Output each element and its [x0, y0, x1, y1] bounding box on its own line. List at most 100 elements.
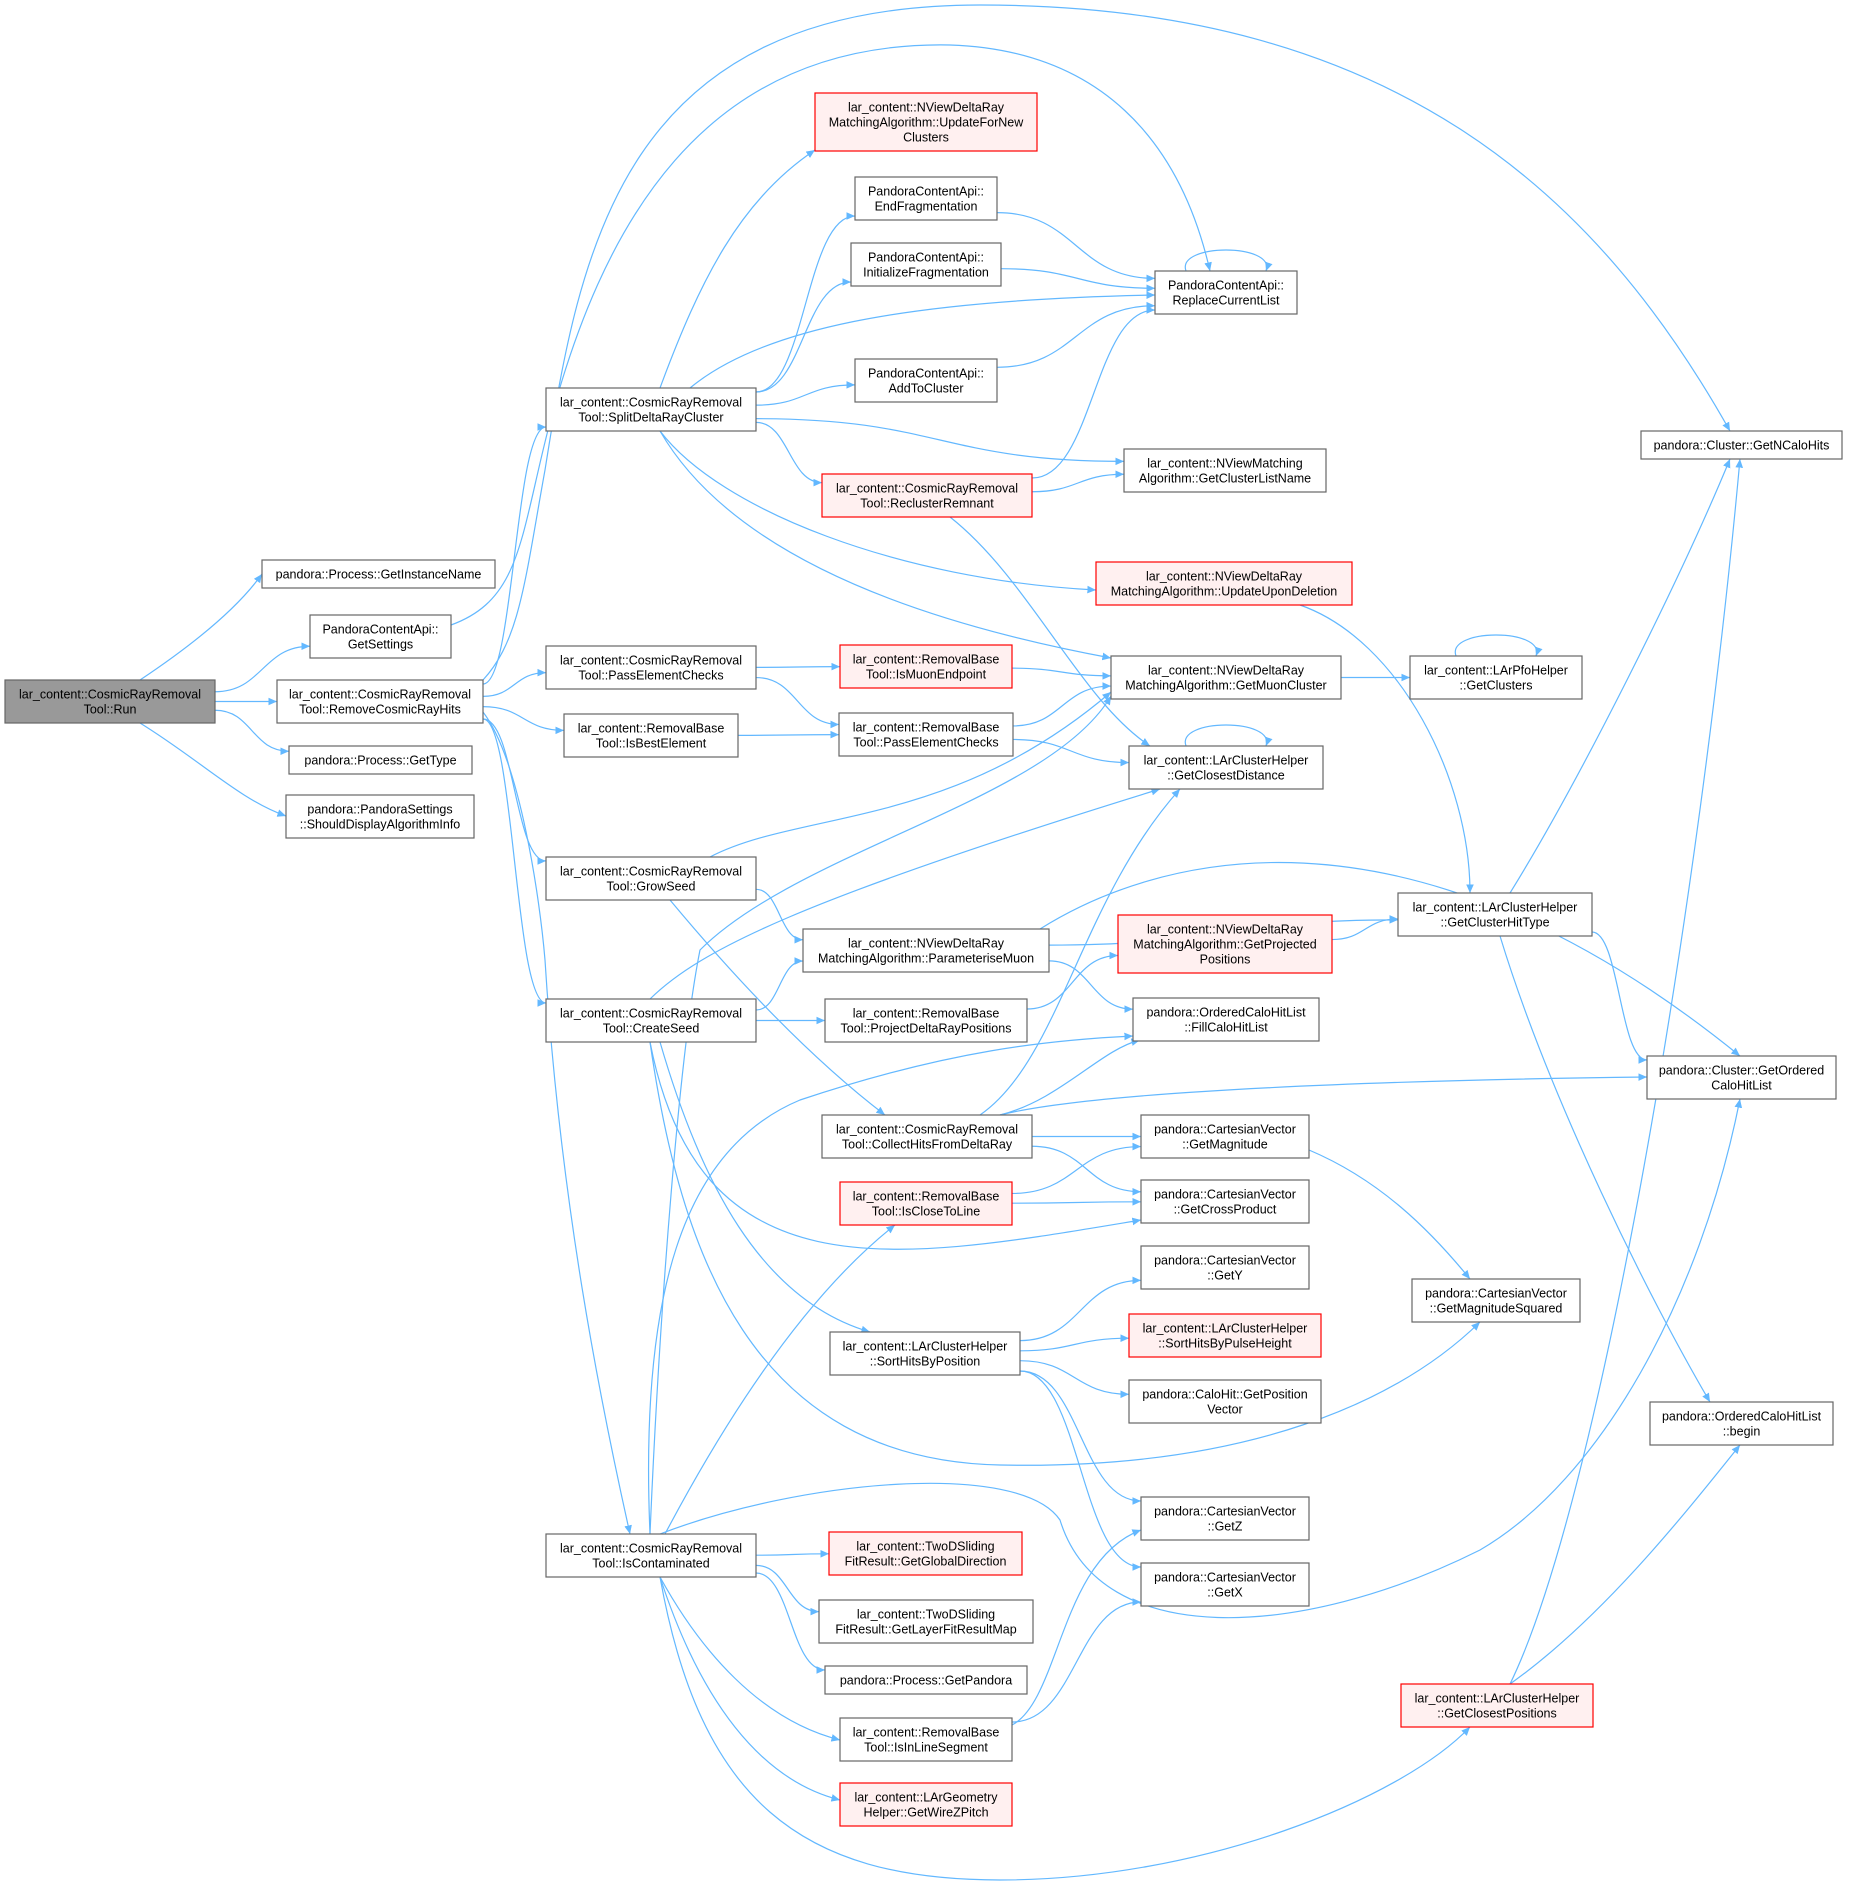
- node-label-line: Tool::IsBestElement: [596, 737, 707, 751]
- node-isinlinesegment[interactable]: lar_content::RemovalBaseTool::IsInLineSe…: [839, 1717, 1013, 1762]
- node-getclosestpositions[interactable]: lar_content::LArClusterHelper::GetCloses…: [1400, 1683, 1594, 1728]
- node-label-line: lar_content::NViewDeltaRay: [1146, 570, 1303, 584]
- edge-getclusterhittype-to-getorderedcalohitlist: [1591, 931, 1648, 1064]
- edge-reclusterremnant-to-replacecurrentlist: [1031, 306, 1156, 479]
- node-getwirezpitch[interactable]: lar_content::LArGeometryHelper::GetWireZ…: [839, 1782, 1013, 1827]
- node-gettype[interactable]: pandora::Process::GetType: [288, 745, 473, 775]
- node-endfragmentation[interactable]: PandoraContentApi::EndFragmentation: [854, 176, 998, 221]
- node-label-line: PandoraContentApi::: [868, 367, 984, 381]
- node-label-line: Clusters: [903, 131, 949, 145]
- node-box: [839, 1181, 1013, 1226]
- edge-sorthitsbyposition-to-getpositionvector: [1019, 1360, 1130, 1399]
- node-label-line: GetSettings: [348, 638, 413, 652]
- node-label-line: ::begin: [1723, 1425, 1761, 1439]
- node-getz[interactable]: pandora::CartesianVector::GetZ: [1140, 1496, 1310, 1541]
- edge-collecthitsfromdeltaray-to-getcrossproduct: [1031, 1145, 1142, 1196]
- node-isbestelement[interactable]: lar_content::RemovalBaseTool::IsBestElem…: [563, 713, 739, 758]
- node-parameterisemuon[interactable]: lar_content::NViewDeltaRayMatchingAlgori…: [802, 928, 1050, 973]
- node-label-line: lar_content::TwoDSliding: [856, 1540, 994, 1554]
- node-label-line: pandora::Process::GetType: [304, 754, 456, 768]
- node-box: [1411, 1278, 1581, 1323]
- node-growseed[interactable]: lar_content::CosmicRayRemovalTool::GrowS…: [545, 856, 757, 901]
- node-createseed[interactable]: lar_content::CosmicRayRemovalTool::Creat…: [545, 998, 757, 1043]
- node-passelementchecks_crr[interactable]: lar_content::CosmicRayRemovalTool::PassE…: [545, 645, 757, 690]
- edge-createseed-to-parameterisemuon: [755, 957, 804, 1011]
- node-begin[interactable]: pandora::OrderedCaloHitList::begin: [1649, 1401, 1834, 1446]
- edge-parameterisemuon-to-fillcalohitlist: [1048, 960, 1134, 1013]
- edge-getclusterhittype-to-getncalohits: [1509, 458, 1731, 894]
- node-label-line: lar_content::RemovalBase: [853, 1726, 1000, 1740]
- node-label-line: lar_content::LArGeometry: [854, 1791, 998, 1805]
- node-initializefragmentation[interactable]: PandoraContentApi::InitializeFragmentati…: [850, 242, 1002, 287]
- node-removecosmicrayhits[interactable]: lar_content::CosmicRayRemovalTool::Remov…: [276, 679, 484, 724]
- node-updatefornewclusters[interactable]: lar_content::NViewDeltaRayMatchingAlgori…: [814, 92, 1038, 152]
- edge-run-to-gettype: [214, 709, 290, 756]
- node-box: [1140, 1245, 1310, 1290]
- node-label-line: MatchingAlgorithm::GetProjected: [1133, 938, 1316, 952]
- edge-run-to-getinstancename: [139, 573, 263, 681]
- edge-getprojectedpositions-to-getclusterhittype: [1331, 915, 1399, 941]
- node-getx[interactable]: pandora::CartesianVector::GetX: [1140, 1562, 1310, 1607]
- node-getmuoncluster[interactable]: lar_content::NViewDeltaRayMatchingAlgori…: [1110, 655, 1342, 700]
- node-label-line: Tool::IsCloseToLine: [872, 1205, 980, 1219]
- node-sorthitsbyposition[interactable]: lar_content::LArClusterHelper::SortHitsB…: [829, 1331, 1021, 1376]
- node-addtocluster[interactable]: PandoraContentApi::AddToCluster: [854, 358, 998, 403]
- edge-passelementchecks_rb-to-getmuoncluster: [1012, 682, 1112, 727]
- node-getinstancename[interactable]: pandora::Process::GetInstanceName: [261, 559, 496, 589]
- node-box: [839, 644, 1013, 689]
- node-getncalohits[interactable]: pandora::Cluster::GetNCaloHits: [1640, 430, 1843, 460]
- edge-iscontaminated-to-getpandora: [755, 1572, 826, 1674]
- node-passelementchecks_rb[interactable]: lar_content::RemovalBaseTool::PassElemen…: [838, 712, 1014, 757]
- node-splitdeltaraycluster[interactable]: lar_content::CosmicRayRemovalTool::Split…: [545, 387, 757, 432]
- edge-passelementchecks_crr-to-ismuonendpoint: [755, 662, 841, 671]
- edge-iscontaminated-to-isclosetoline: [664, 1224, 896, 1535]
- edge-splitdeltaraycluster-to-endfragmentation: [755, 212, 856, 393]
- node-getclosestdistance[interactable]: lar_content::LArClusterHelper::GetCloses…: [1128, 745, 1324, 790]
- node-collecthitsfromdeltaray[interactable]: lar_content::CosmicRayRemovalTool::Colle…: [821, 1114, 1033, 1159]
- node-getprojectedpositions[interactable]: lar_content::NViewDeltaRayMatchingAlgori…: [1117, 914, 1333, 974]
- node-gety[interactable]: pandora::CartesianVector::GetY: [1140, 1245, 1310, 1290]
- node-sorthitsbypulseheight[interactable]: lar_content::LArClusterHelper::SortHitsB…: [1128, 1313, 1322, 1358]
- node-iscontaminated[interactable]: lar_content::CosmicRayRemovalTool::IsCon…: [545, 1533, 757, 1578]
- node-getcrossproduct[interactable]: pandora::CartesianVector::GetCrossProduc…: [1140, 1179, 1310, 1224]
- node-updateupondeletion[interactable]: lar_content::NViewDeltaRayMatchingAlgori…: [1095, 561, 1353, 606]
- node-getlayerfitresultmap[interactable]: lar_content::TwoDSlidingFitResult::GetLa…: [818, 1599, 1034, 1644]
- node-getclusterhittype[interactable]: lar_content::LArClusterHelper::GetCluste…: [1397, 892, 1593, 937]
- node-shoulddisplay[interactable]: pandora::PandoraSettings::ShouldDisplayA…: [285, 794, 475, 839]
- node-label-line: ::GetMagnitudeSquared: [1430, 1302, 1563, 1316]
- node-label-line: PandoraContentApi::: [1168, 279, 1284, 293]
- node-getsettings[interactable]: PandoraContentApi::GetSettings: [309, 614, 452, 659]
- node-getmagnitude[interactable]: pandora::CartesianVector::GetMagnitude: [1140, 1114, 1310, 1159]
- edge-getclusterhittype-to-begin: [1499, 935, 1711, 1403]
- edge-splitdeltaraycluster-to-addtocluster: [755, 381, 856, 406]
- node-getpandora[interactable]: pandora::Process::GetPandora: [824, 1665, 1028, 1695]
- node-ismuonendpoint[interactable]: lar_content::RemovalBaseTool::IsMuonEndp…: [839, 644, 1013, 689]
- edge-iscontaminated-to-getlayerfitresultmap: [755, 1564, 820, 1616]
- node-getclusterlistname[interactable]: lar_content::NViewMatchingAlgorithm::Get…: [1123, 448, 1327, 493]
- node-label-line: Tool::PassElementChecks: [578, 669, 723, 683]
- node-replacecurrentlist[interactable]: PandoraContentApi::ReplaceCurrentList: [1154, 270, 1298, 315]
- node-isclosetoline[interactable]: lar_content::RemovalBaseTool::IsCloseToL…: [839, 1181, 1013, 1226]
- node-projectdeltaraypositions[interactable]: lar_content::RemovalBaseTool::ProjectDel…: [824, 998, 1028, 1043]
- node-label-line: MatchingAlgorithm::ParameteriseMuon: [818, 952, 1034, 966]
- node-reclusterremnant[interactable]: lar_content::CosmicRayRemovalTool::Reclu…: [821, 473, 1033, 518]
- node-fillcalohitlist[interactable]: pandora::OrderedCaloHitList::FillCaloHit…: [1132, 997, 1320, 1042]
- node-label-line: pandora::Process::GetInstanceName: [276, 568, 482, 582]
- edge-getsettings-to-replacecurrentlist: [450, 44, 1212, 626]
- node-box: [1154, 270, 1298, 315]
- node-label-line: pandora::PandoraSettings: [307, 803, 452, 817]
- node-label-line: lar_content::NViewMatching: [1147, 457, 1302, 471]
- node-box: [850, 242, 1002, 287]
- node-getclusters[interactable]: lar_content::LArPfoHelper::GetClusters: [1409, 655, 1583, 700]
- node-getglobaldirection[interactable]: lar_content::TwoDSlidingFitResult::GetGl…: [828, 1531, 1023, 1576]
- node-label-line: MatchingAlgorithm::UpdateForNew: [829, 116, 1024, 130]
- edge-getclusters-to-getclusters: [1454, 634, 1543, 657]
- edge-removecosmicrayhits-to-iscontaminated: [482, 711, 632, 1535]
- node-label-line: pandora::Cluster::GetNCaloHits: [1654, 439, 1830, 453]
- edge-growseed-to-collecthitsfromdeltaray: [669, 899, 886, 1116]
- node-getmagnitudesquared[interactable]: pandora::CartesianVector::GetMagnitudeSq…: [1411, 1278, 1581, 1323]
